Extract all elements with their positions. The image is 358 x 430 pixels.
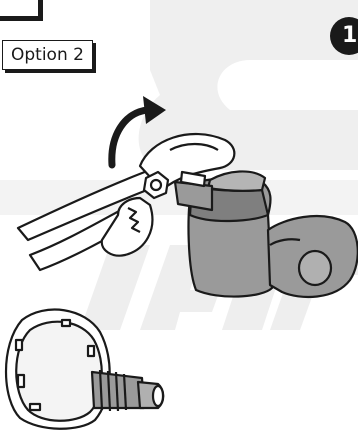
tpms-sensor-icon bbox=[6, 310, 163, 429]
tpms-valve-cap-icon bbox=[175, 171, 358, 297]
